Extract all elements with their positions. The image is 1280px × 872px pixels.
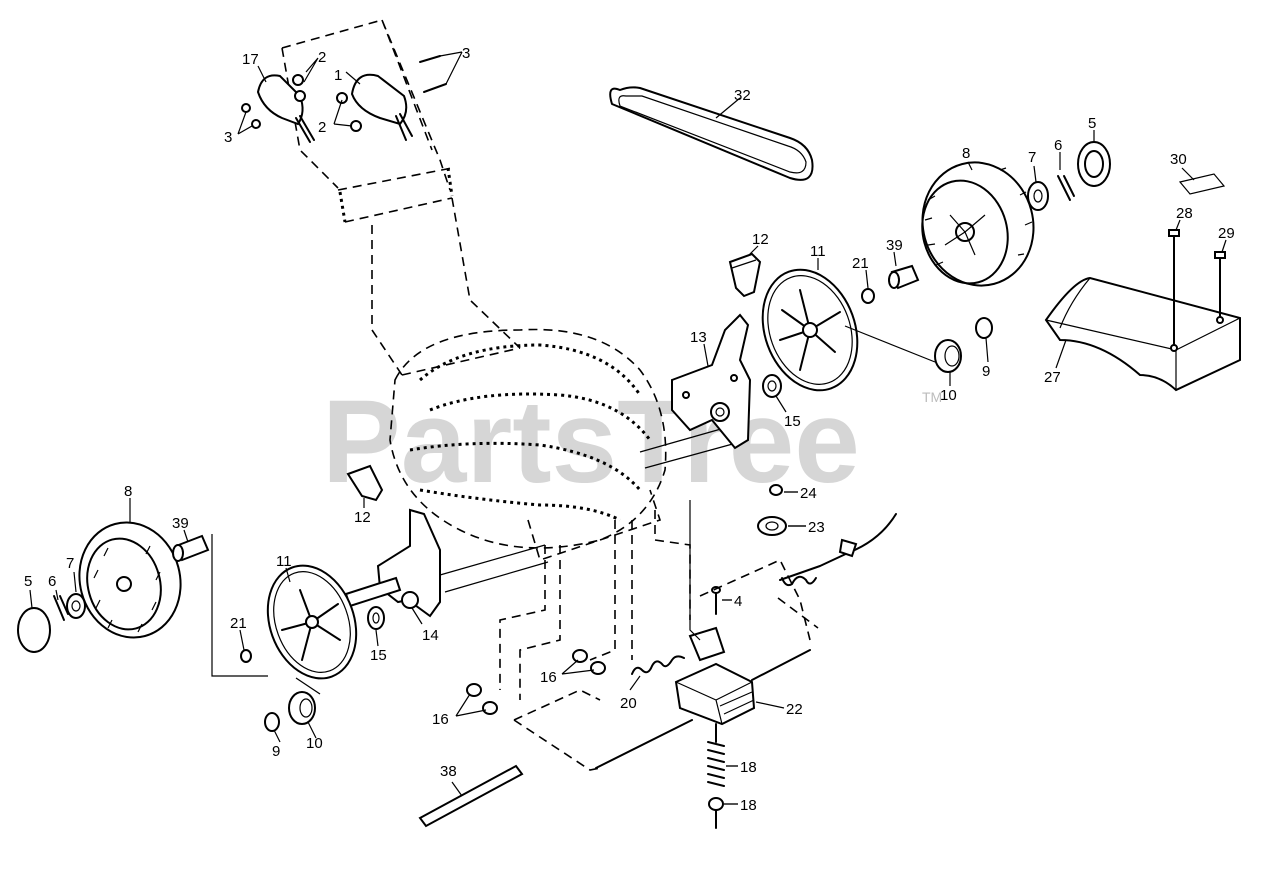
callout-20: 20 [620,695,637,712]
control-cable [689,500,897,641]
callout-10: 10 [940,387,957,404]
callout-24: 24 [800,485,817,502]
washer-15-right [762,374,782,398]
callout-30: 30 [1170,151,1187,168]
callout-29: 29 [1218,225,1235,242]
callout-dashes [722,491,806,805]
washer-15-left [367,606,385,630]
callout-8: 8 [124,483,132,500]
rear-skirt-27 [1044,276,1241,392]
callout-21: 21 [230,615,247,632]
callout-32: 32 [734,87,751,104]
callout-3: 3 [462,45,470,62]
callout-18: 18 [740,759,757,776]
decal-30 [1178,173,1226,195]
spring-20 [631,655,685,675]
callout-39: 39 [886,237,903,254]
pulley-23 [757,516,787,536]
nuts-16-center [572,649,606,675]
handle-knob-1 [336,55,447,141]
spacer-39-right [888,264,920,290]
callout-17: 17 [242,51,259,68]
hubcap-5-left [17,607,51,653]
screw-28 [1168,229,1180,345]
washer-7-right [1027,181,1049,211]
wheel-cover-11-left [266,564,358,680]
left-wheel-bracket-14 [344,508,441,618]
callout-2: 2 [318,49,326,66]
callout-4: 4 [734,593,742,610]
callout-11: 11 [810,243,826,260]
leader-lines [29,51,1227,805]
right-wheel-bracket-13 [671,313,752,450]
height-adjuster-knob-12-right [728,252,762,298]
transmission-22 [595,626,811,769]
watermark-trademark: TM [922,389,942,405]
callout-38: 38 [440,763,457,780]
clip-6-left [53,595,69,621]
linkage-outline [513,558,819,771]
callout-22: 22 [786,701,803,718]
callout-labels: 17 2 1 3 3 2 32 5 8 7 6 30 28 29 12 11 2… [24,45,1235,814]
callout-10: 10 [306,735,323,752]
callout-6: 6 [48,573,56,590]
callout-9: 9 [272,743,280,760]
clip-9-right [975,317,993,339]
callout-6: 6 [1054,137,1062,154]
handle-assembly [281,19,521,376]
callout-16: 16 [540,669,557,686]
rear-wheel-8-left [78,521,182,639]
nuts-16-lower [466,683,498,715]
callout-23: 23 [808,519,825,536]
callout-15: 15 [370,647,387,664]
callout-5: 5 [1088,115,1096,132]
washer-21-right [861,288,875,304]
callout-13: 13 [690,329,707,346]
shaft-38 [418,764,524,828]
handle-knob-17 [241,74,315,143]
spring-18 [707,741,725,787]
callout-15: 15 [784,413,801,430]
wheel-cover-11-right [761,268,859,392]
height-adjuster-knob-12-left [346,464,384,502]
callout-14: 14 [422,627,439,644]
drive-belt-32 [609,86,814,181]
callout-5: 5 [24,573,32,590]
callout-7: 7 [66,555,74,572]
callout-27: 27 [1044,369,1061,386]
spacer-39-left [172,534,210,562]
callout-3: 3 [224,129,232,146]
callout-18: 18 [740,797,757,814]
nut-24 [769,484,783,496]
nut-18 [708,723,724,829]
callout-12: 12 [752,231,769,248]
callout-1: 1 [334,67,342,84]
watermark-text: PartsTree [322,376,860,508]
hubcap-5-right [1077,141,1111,187]
callout-39: 39 [172,515,189,532]
clip-6-right [1057,175,1075,201]
bolt-4 [711,586,721,615]
rear-wheel-8-right [921,161,1035,287]
washer-21-left [240,649,252,663]
callout-7: 7 [1028,149,1036,166]
engine-deck-outline [389,328,691,700]
callout-11: 11 [276,553,292,570]
callout-2: 2 [318,119,326,136]
pinion-gear-10-right [934,339,962,373]
clip-9-left [264,712,280,732]
washer-7-left [66,593,86,619]
callout-21: 21 [852,255,869,272]
screw-29 [1214,251,1226,317]
callout-9: 9 [982,363,990,380]
callout-16: 16 [432,711,449,728]
pinion-gear-10-left [288,691,316,725]
callout-28: 28 [1176,205,1193,222]
callout-8: 8 [962,145,970,162]
callout-12: 12 [354,509,371,526]
